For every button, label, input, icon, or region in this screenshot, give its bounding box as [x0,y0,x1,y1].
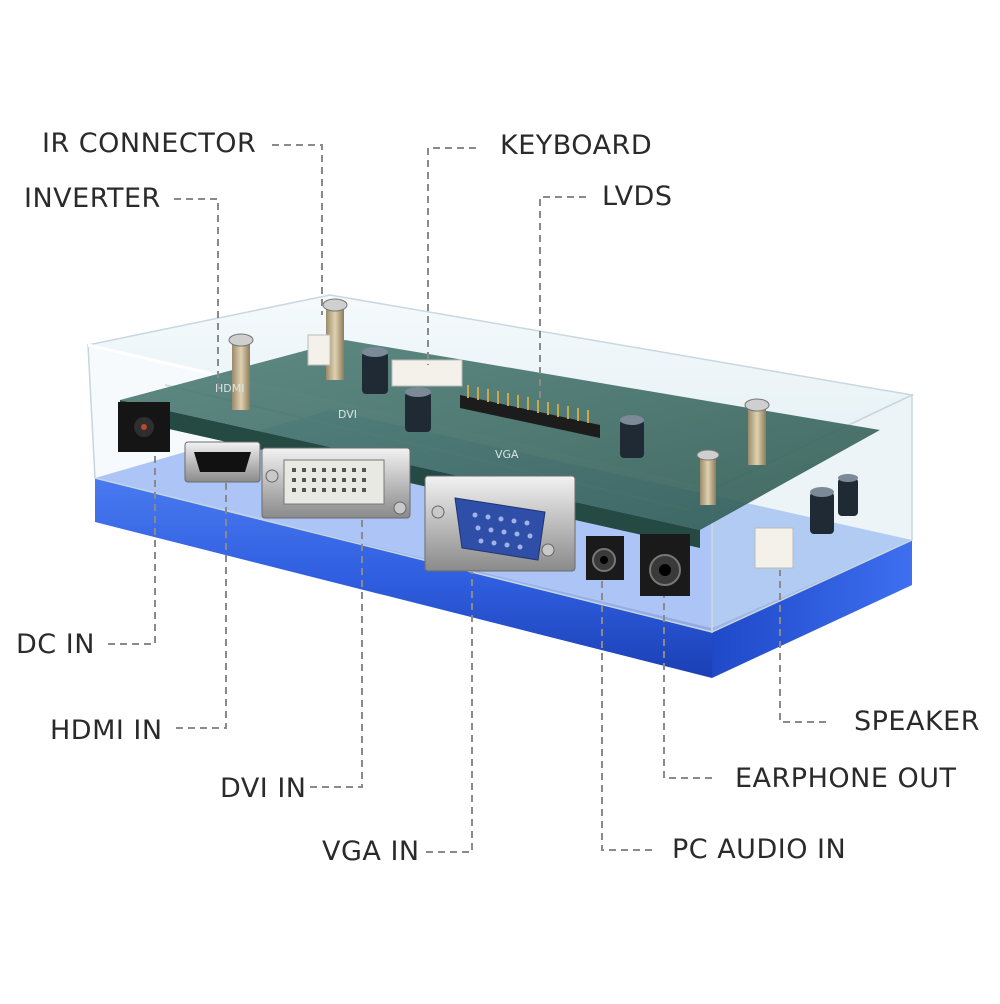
earphone-jack [640,534,690,596]
leader-earphone-out [663,596,712,779]
label-dvi-in: DVI IN [220,773,307,804]
leader-dc-in [108,455,156,645]
lvds-pin-header [460,385,600,438]
label-inverter: INVERTER [24,183,161,214]
leader-pc-audio-in [601,580,652,851]
leader-lvds [539,196,586,398]
silkscreen-dvi: DVI [338,408,357,421]
label-speaker: SPEAKER [854,706,980,737]
hdmi-port [184,441,261,483]
label-hdmi-in: HDMI IN [50,715,163,746]
label-dc-in: DC IN [16,629,95,660]
silkscreen-hdmi: HDMI [215,382,244,395]
dvi-port [261,447,411,519]
leader-keyboard [427,147,476,365]
label-pc-audio-in: PC AUDIO IN [672,834,847,865]
label-lvds: LVDS [602,181,673,212]
label-keyboard: KEYBOARD [500,130,653,161]
leader-speaker [779,570,826,723]
capacitors [362,347,858,534]
leader-ir-connector [272,144,323,315]
leader-hdmi-in [176,482,227,729]
dc-jack [118,402,170,452]
leader-vga-in [426,572,473,853]
standoff-bolts [228,298,770,505]
label-ir-connector: IR CONNECTOR [42,128,257,159]
label-earphone-out: EARPHONE OUT [735,763,957,794]
silkscreen-vga: VGA [495,448,519,461]
leader-dvi-in [310,518,363,788]
vga-port [424,475,576,572]
pc-audio-jack [586,536,624,580]
label-vga-in: VGA IN [322,836,420,867]
leader-inverter [174,198,219,390]
leader-lines [108,144,826,853]
